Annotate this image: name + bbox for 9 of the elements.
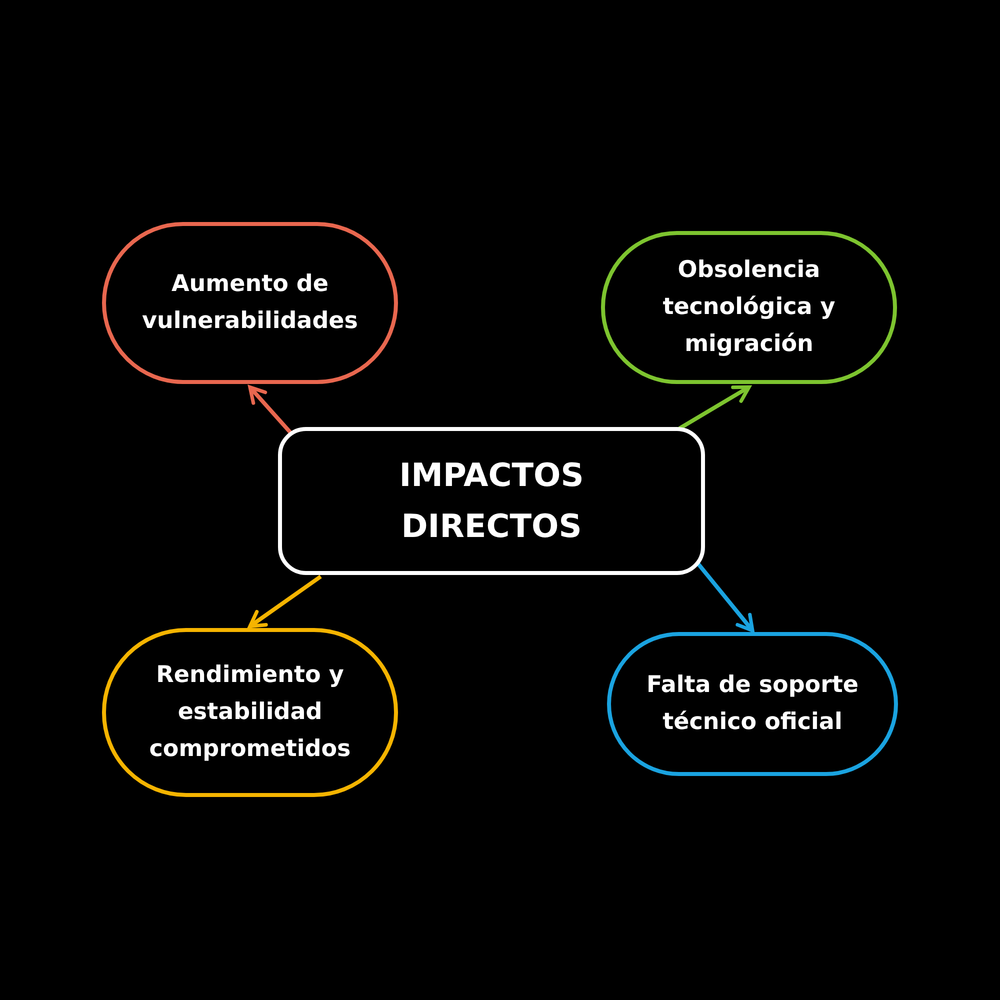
node-label: Aumento de vulnerabilidades xyxy=(141,270,359,336)
central-box xyxy=(278,427,705,575)
arrow xyxy=(678,385,751,430)
arrow xyxy=(248,385,292,434)
node-label: Obsolencia tecnológica y migración xyxy=(662,256,836,359)
node-label: Rendimiento y estabilidad comprometidos xyxy=(148,661,352,764)
arrow xyxy=(248,574,322,628)
node-label: Falta de soporte técnico oficial xyxy=(645,671,860,737)
title-text: IMPACTOS DIRECTOS xyxy=(398,454,585,547)
